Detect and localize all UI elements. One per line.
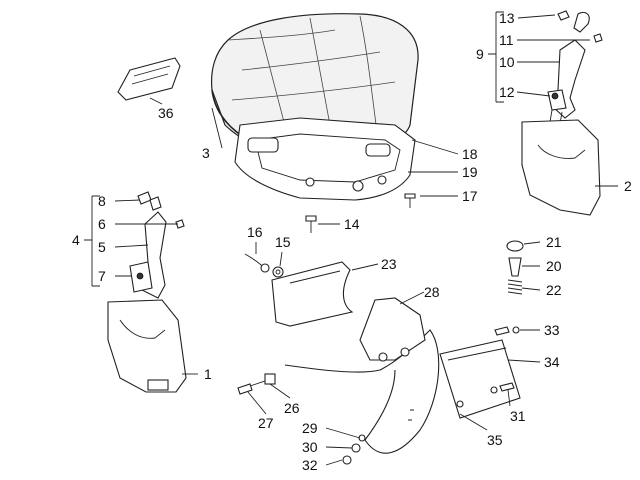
left-side-panel	[107, 299, 187, 393]
callout-29: 29	[302, 420, 318, 436]
callout-31: 31	[510, 408, 526, 424]
callout-34: 34	[544, 354, 560, 370]
callout-3: 3	[202, 145, 210, 161]
callout-11: 11	[499, 32, 514, 48]
screw-17	[404, 193, 416, 208]
right-side-panel	[521, 119, 601, 216]
callout-6: 6	[98, 216, 106, 232]
callout-35: 35	[487, 432, 503, 448]
callout-4: 4	[72, 232, 80, 248]
screw-14	[305, 215, 317, 233]
left-hinge-bracket	[129, 191, 167, 299]
callout-30: 30	[302, 439, 318, 455]
license-plate-holder-34	[439, 339, 521, 419]
callout-19: 19	[462, 164, 478, 180]
cable-16	[244, 253, 270, 273]
callout-23: 23	[381, 256, 397, 272]
spring-22	[507, 279, 523, 295]
clip-26	[264, 373, 276, 385]
callout-labels: 13 11 9 10 12 2 36 3 18 19 17 14 8 6 4 5…	[72, 10, 632, 473]
callout-33: 33	[544, 322, 560, 338]
callout-10: 10	[499, 54, 515, 70]
leader-lines	[84, 11, 618, 466]
callout-32: 32	[302, 457, 318, 473]
callout-20: 20	[546, 258, 562, 274]
callout-21: 21	[546, 234, 562, 250]
rear-fender-28	[284, 297, 440, 454]
callout-27: 27	[258, 415, 274, 431]
callout-36: 36	[158, 105, 174, 121]
callout-1: 1	[204, 366, 212, 382]
callout-12: 12	[499, 84, 515, 100]
grommet-15	[272, 266, 284, 278]
callout-7: 7	[98, 268, 106, 284]
inner-plate-23	[271, 261, 354, 327]
bolt-33	[494, 326, 520, 336]
callout-28: 28	[424, 284, 440, 300]
screw-11	[593, 33, 603, 43]
bolt-27	[237, 379, 269, 395]
small-bracket-36	[117, 57, 181, 101]
callout-18: 18	[462, 146, 478, 162]
callout-26: 26	[284, 400, 300, 416]
top-case-base	[234, 117, 416, 201]
callout-9: 9	[476, 46, 484, 62]
buffer-cap-21	[506, 240, 524, 252]
washer-30	[351, 443, 361, 453]
callout-17: 17	[462, 188, 478, 204]
callout-2: 2	[624, 178, 632, 194]
callout-16: 16	[247, 224, 263, 240]
right-hinge-bracket	[547, 10, 590, 125]
nut-32	[342, 455, 352, 465]
callout-15: 15	[275, 234, 291, 250]
callout-8: 8	[98, 193, 106, 209]
callout-14: 14	[344, 216, 360, 232]
callout-5: 5	[98, 239, 106, 255]
screw-6	[175, 219, 185, 229]
bolt-31	[499, 382, 515, 392]
callout-22: 22	[546, 282, 562, 298]
callout-13: 13	[499, 10, 515, 26]
buffer-20	[508, 257, 522, 277]
